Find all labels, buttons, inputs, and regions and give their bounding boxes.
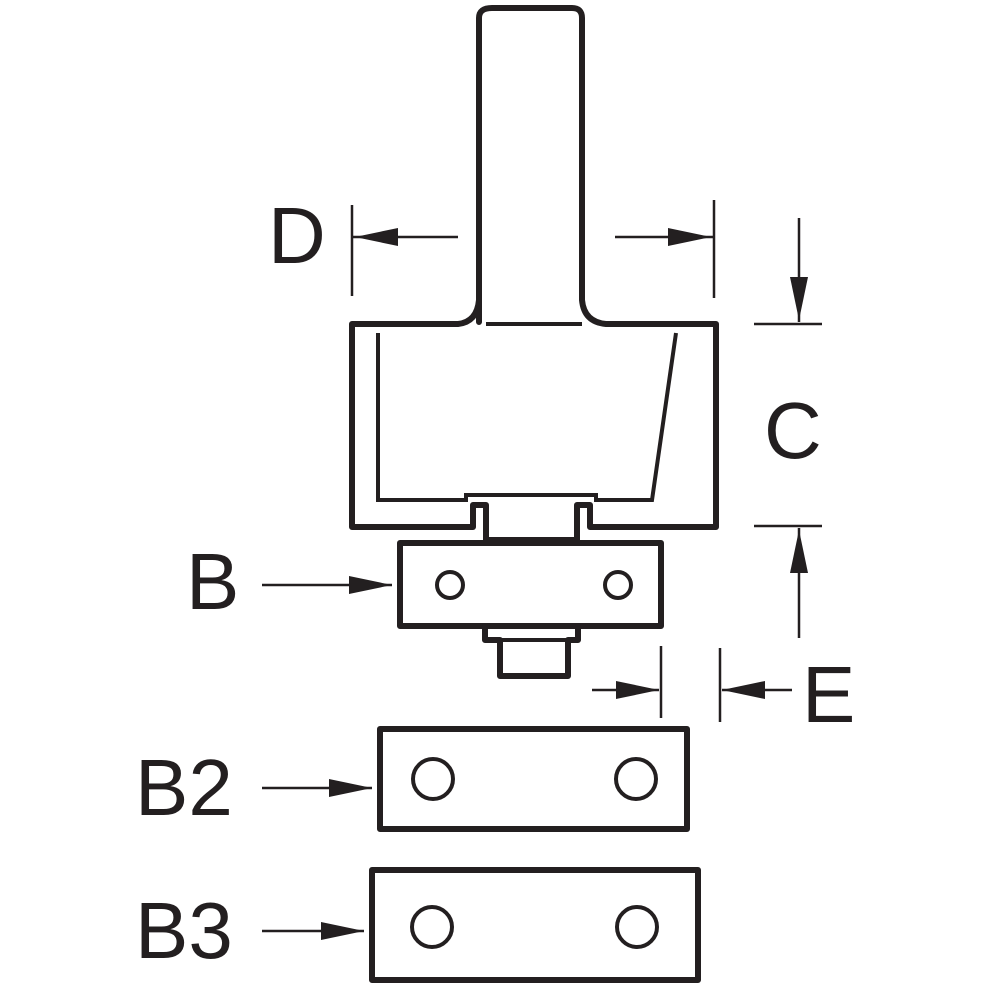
label-b: B [186, 537, 239, 626]
bearing-b-hole-left [435, 570, 465, 600]
dimension-d-arrow-right [668, 228, 711, 246]
dimension-e-arrow-right [722, 681, 765, 699]
dimension-c-arrow-top [790, 277, 808, 320]
label-c: C [764, 386, 822, 475]
pointer-b-arrow [349, 576, 392, 594]
pointer-b2-arrow [329, 779, 372, 797]
label-d: D [268, 191, 326, 280]
dimension-c-arrow-bottom [790, 530, 808, 573]
dimension-d-arrow-left [355, 228, 398, 246]
bearing-b2-hole-right [614, 757, 658, 801]
label-b2: B2 [135, 743, 233, 832]
cutter-inner-outline [376, 332, 678, 502]
shank [349, 5, 719, 543]
bearing-b3-hole-left [410, 905, 454, 949]
bearing-b3-hole-right [615, 905, 659, 949]
label-b3: B3 [135, 886, 233, 975]
dimension-e-arrow-left [616, 681, 659, 699]
label-e: E [802, 650, 855, 739]
pointer-b3-arrow [321, 922, 364, 940]
bearing-b2-hole-left [411, 757, 455, 801]
bearing-screw [482, 623, 581, 679]
bearing-b-hole-right [603, 570, 633, 600]
